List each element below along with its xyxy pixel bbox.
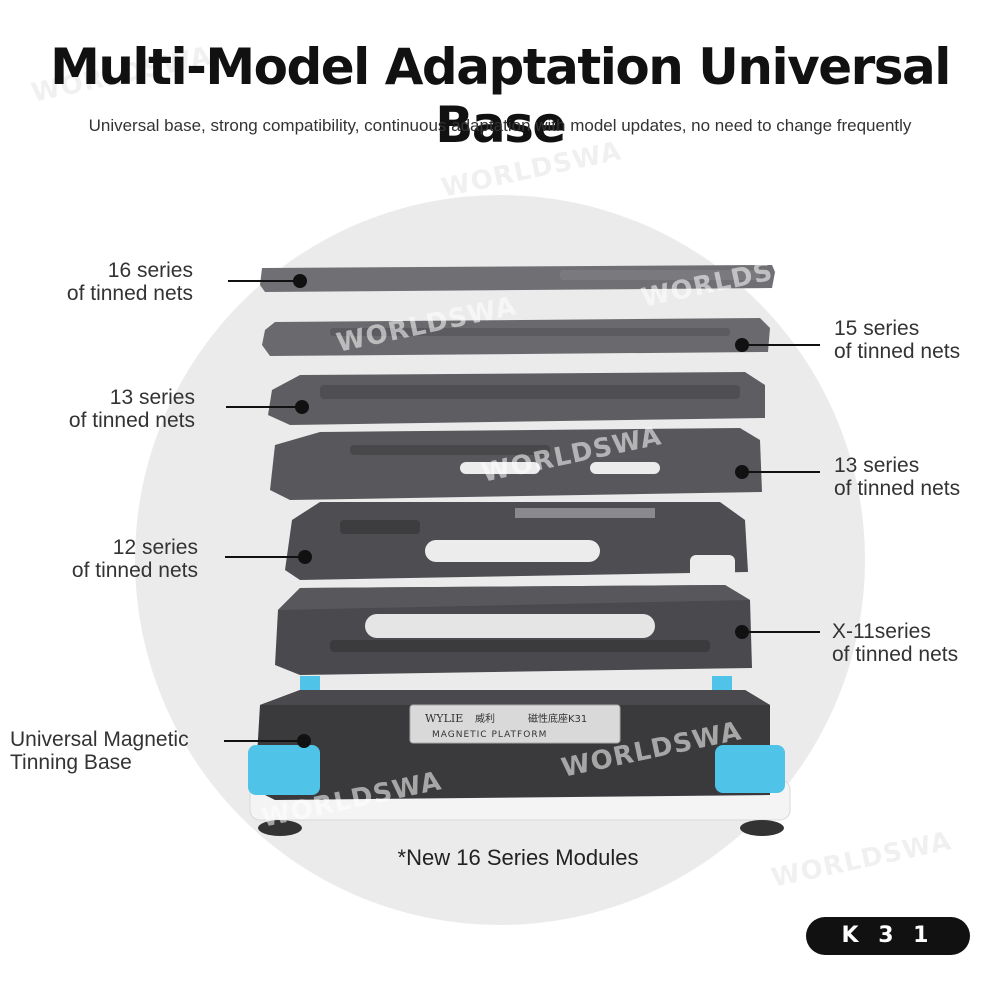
label-15-series: 15 series of tinned nets [834, 317, 994, 363]
plate-13-series-right [270, 428, 762, 500]
plate-chinese: 威利 [475, 712, 495, 725]
label-line: Universal Magnetic [10, 728, 189, 751]
leader-dot [735, 625, 749, 639]
leader-line [740, 631, 820, 633]
leader-line [740, 471, 820, 473]
label-line: 16 series [107, 259, 193, 282]
label-line: 12 series [112, 536, 198, 559]
model-badge: K 3 1 [806, 917, 970, 955]
label-12-series: 12 series of tinned nets [40, 536, 198, 582]
label-line: 13 series [109, 386, 195, 409]
label-x-11-series: X-11series of tinned nets [832, 620, 994, 666]
plate-brand: WYLIE [425, 712, 463, 725]
label-line: X-11series [832, 620, 931, 643]
label-line: of tinned nets [71, 559, 198, 582]
label-line: of tinned nets [834, 477, 961, 500]
plate-12-series [285, 502, 748, 585]
plate-platform: MAGNETIC PLATFORM [432, 730, 547, 740]
label-line: of tinned nets [66, 282, 193, 305]
label-line: 13 series [834, 454, 920, 477]
label-line: of tinned nets [834, 340, 961, 363]
page-title: Multi-Model Adaptation Universal Base [50, 38, 951, 154]
label-line: 15 series [834, 317, 920, 340]
label-line: of tinned nets [68, 409, 195, 432]
plate-16-series [260, 265, 775, 292]
leader-dot [735, 465, 749, 479]
label-13-series-right: 13 series of tinned nets [834, 454, 994, 500]
label-magnetic-base: Universal Magnetic Tinning Base [10, 728, 222, 774]
footnote: *New 16 Series Modules [397, 845, 639, 870]
label-13-series-left: 13 series of tinned nets [40, 386, 195, 432]
label-line: Tinning Base [10, 751, 132, 774]
leader-dot [298, 550, 312, 564]
plate-13-series-left [268, 372, 765, 425]
magnetic-base: WYLIE 威利 磁性底座K31 MAGNETIC PLATFORM [248, 676, 791, 836]
page-subtitle: Universal base, strong compatibility, co… [88, 116, 912, 135]
label-line: of tinned nets [832, 643, 959, 666]
plate-x-11 [275, 585, 752, 675]
label-16-series: 16 series of tinned nets [40, 259, 193, 305]
leader-line [740, 344, 820, 346]
leader-line [226, 406, 302, 408]
leader-line [225, 556, 305, 558]
leader-dot [297, 734, 311, 748]
leader-line [228, 280, 300, 282]
leader-dot [735, 338, 749, 352]
leader-dot [295, 400, 309, 414]
leader-dot [293, 274, 307, 288]
plate-model: 磁性底座K31 [528, 712, 587, 725]
plate-15-series [262, 318, 770, 356]
leader-line [224, 740, 304, 742]
